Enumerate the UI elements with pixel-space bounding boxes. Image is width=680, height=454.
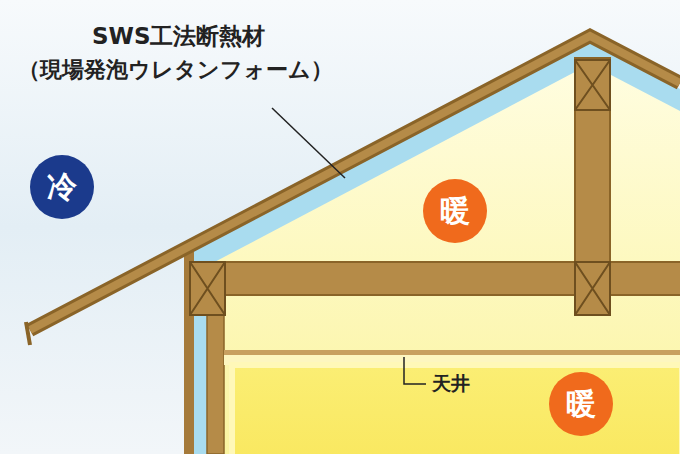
circle-text: 暖 bbox=[440, 196, 470, 226]
ceiling-label: 天井 bbox=[432, 373, 470, 394]
material-note: （現場発泡ウレタンフォーム） bbox=[18, 58, 333, 82]
warm-circle: 暖 bbox=[423, 179, 487, 243]
cold-circle: 冷 bbox=[30, 155, 94, 219]
circle-text: 暖 bbox=[566, 389, 596, 419]
warm-circle: 暖 bbox=[549, 372, 613, 436]
circle-text: 冷 bbox=[47, 172, 77, 202]
material-label: SWS工法断熱材 bbox=[92, 24, 266, 49]
